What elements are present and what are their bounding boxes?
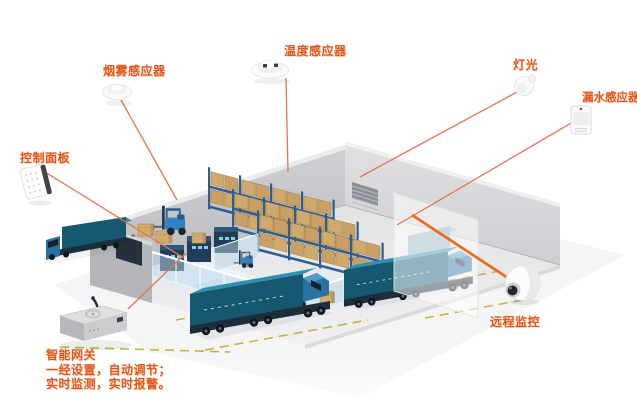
gateway-note: 智能网关 一经设置，自动调节； 实时监测，实时报警。 bbox=[46, 348, 171, 392]
right-wall bbox=[345, 145, 560, 265]
left-wall bbox=[90, 145, 345, 285]
label-remote-monitoring: 远程监控 bbox=[490, 315, 541, 329]
label-temperature-sensor: 温度感应器 bbox=[284, 44, 347, 58]
gateway-note-line2: 实时监测，实时报警。 bbox=[46, 377, 172, 391]
wall-vent-icon bbox=[351, 182, 379, 211]
dome-camera-icon bbox=[505, 265, 541, 305]
connector-camera bbox=[411, 213, 509, 280]
label-smart-gateway: 智能网关 bbox=[46, 348, 97, 362]
connector-smoke-sensor bbox=[120, 99, 178, 201]
connector-light bbox=[359, 91, 518, 178]
label-control-panel: 控制面板 bbox=[20, 151, 71, 165]
connector-water-leak bbox=[396, 121, 574, 226]
truck-center bbox=[186, 267, 334, 340]
light-icon bbox=[514, 74, 536, 96]
label-smoke-sensor: 烟雾感应器 bbox=[103, 64, 166, 78]
connector-gateway bbox=[127, 252, 187, 310]
smoke-detector-icon bbox=[102, 84, 132, 106]
temperature-sensor-icon bbox=[251, 59, 290, 84]
truck-left bbox=[44, 217, 134, 264]
translucent-wall bbox=[393, 192, 479, 319]
bottom-fade bbox=[0, 352, 637, 420]
label-light: 灯光 bbox=[513, 58, 539, 72]
control-panel-icon bbox=[19, 164, 52, 206]
connector-temperature-sensor bbox=[285, 77, 289, 173]
connector-lines bbox=[44, 77, 574, 310]
gateway-note-line1: 一经设置，自动调节； bbox=[46, 362, 172, 377]
connector-control-panel bbox=[44, 171, 185, 259]
label-water-leak-sensor: 漏水感应器 bbox=[582, 90, 637, 104]
wifi-gateway-router-icon bbox=[58, 296, 132, 350]
water-leak-sensor-icon bbox=[570, 105, 592, 135]
